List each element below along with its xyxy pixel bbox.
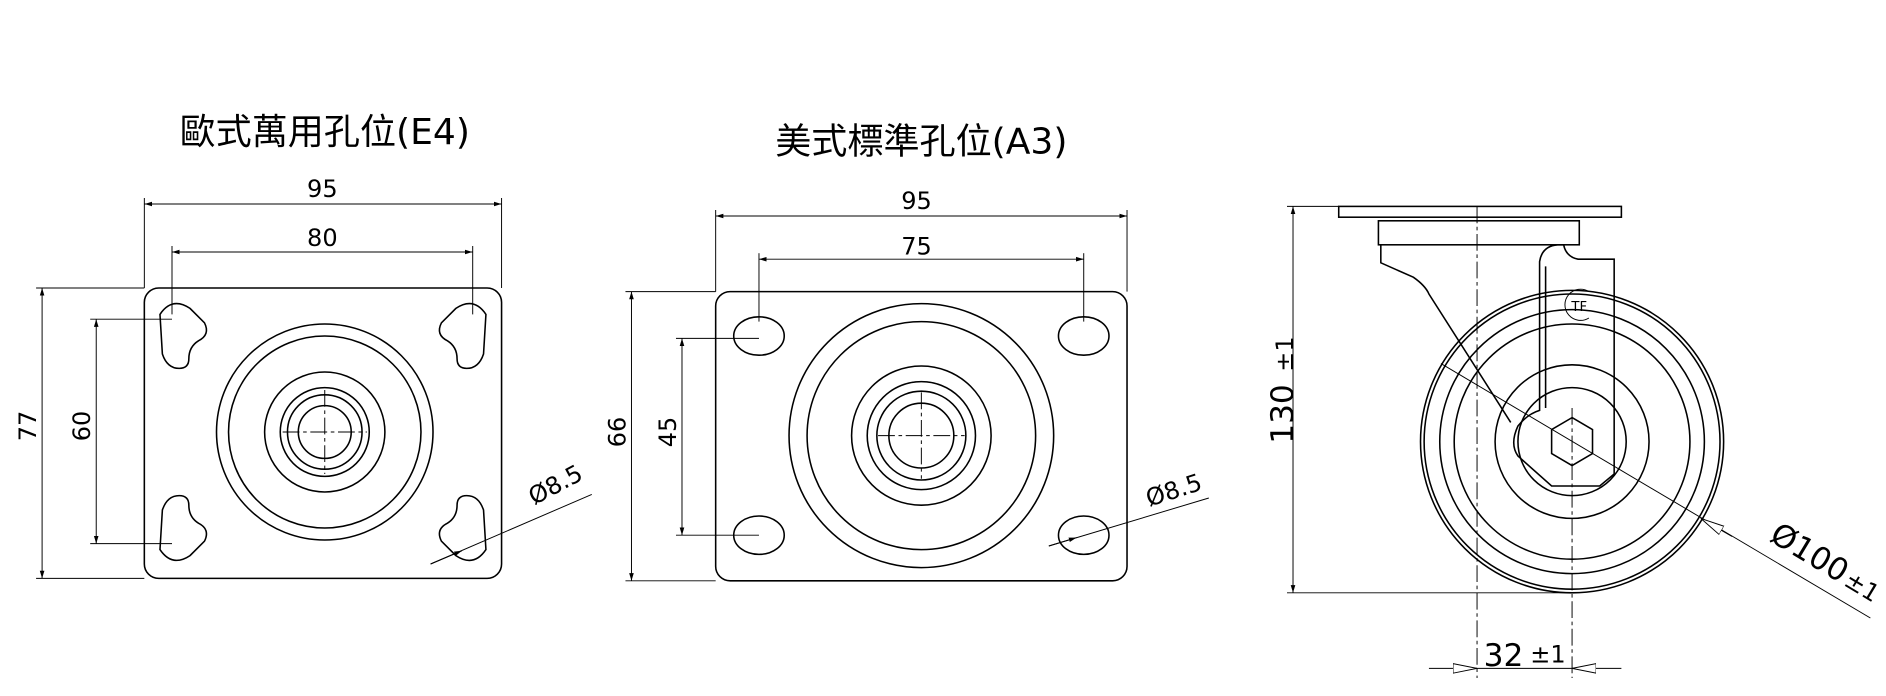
a3-rings <box>788 302 1055 569</box>
a3-dim-hole-spacing-y: 45 <box>654 417 682 448</box>
fork-leg <box>1512 244 1615 487</box>
side-dim-offset: 32 <box>1484 638 1524 674</box>
a3-title: 美式標準孔位(A3) <box>775 122 1067 163</box>
brand-logo: TF <box>1570 300 1587 315</box>
side-dim-height-tol: ±1 <box>1271 336 1299 371</box>
caster-side-view: TF 130 ±1 32 ±1 Ø100 ±1 <box>1265 205 1884 678</box>
e4-dim-hole-spacing-y: 60 <box>68 411 96 442</box>
e4-rings <box>215 323 434 541</box>
a3-dim-height: 66 <box>603 417 631 448</box>
side-dim-height: 130 <box>1265 384 1301 444</box>
a3-plate-outline <box>714 290 1128 582</box>
e4-dim-width: 95 <box>307 175 338 203</box>
swivel-bearing <box>1377 220 1581 246</box>
a3-dim-hole-spacing-x: 75 <box>901 232 932 260</box>
top-plate <box>1337 205 1623 218</box>
e4-dim-hole-spacing-x: 80 <box>307 224 338 252</box>
e4-dim-hole-diameter: Ø8.5 <box>524 459 588 510</box>
side-dim-wheel-diameter: Ø100 <box>1764 516 1855 590</box>
e4-dimensions: 95 80 77 60 Ø8.5 <box>14 175 592 579</box>
e4-plate-outline <box>143 287 503 580</box>
caster-frame: TF <box>1337 205 1623 487</box>
side-dim-offset-tol: ±1 <box>1530 640 1565 668</box>
side-dimensions: 130 ±1 32 ±1 Ø100 ±1 <box>1265 205 1884 678</box>
e4-keyhole-slots <box>159 302 487 562</box>
e4-title: 歐式萬用孔位(E4) <box>180 112 470 153</box>
a3-dim-hole-diameter: Ø8.5 <box>1142 468 1205 512</box>
e4-dim-height: 77 <box>14 411 42 442</box>
a3-dim-width: 95 <box>901 187 932 215</box>
logo-ring <box>1564 288 1590 321</box>
e4-plate-view: 歐式萬用孔位(E4) 95 80 <box>14 112 592 580</box>
a3-plate-view: 美式標準孔位(A3) 95 75 <box>603 122 1209 582</box>
